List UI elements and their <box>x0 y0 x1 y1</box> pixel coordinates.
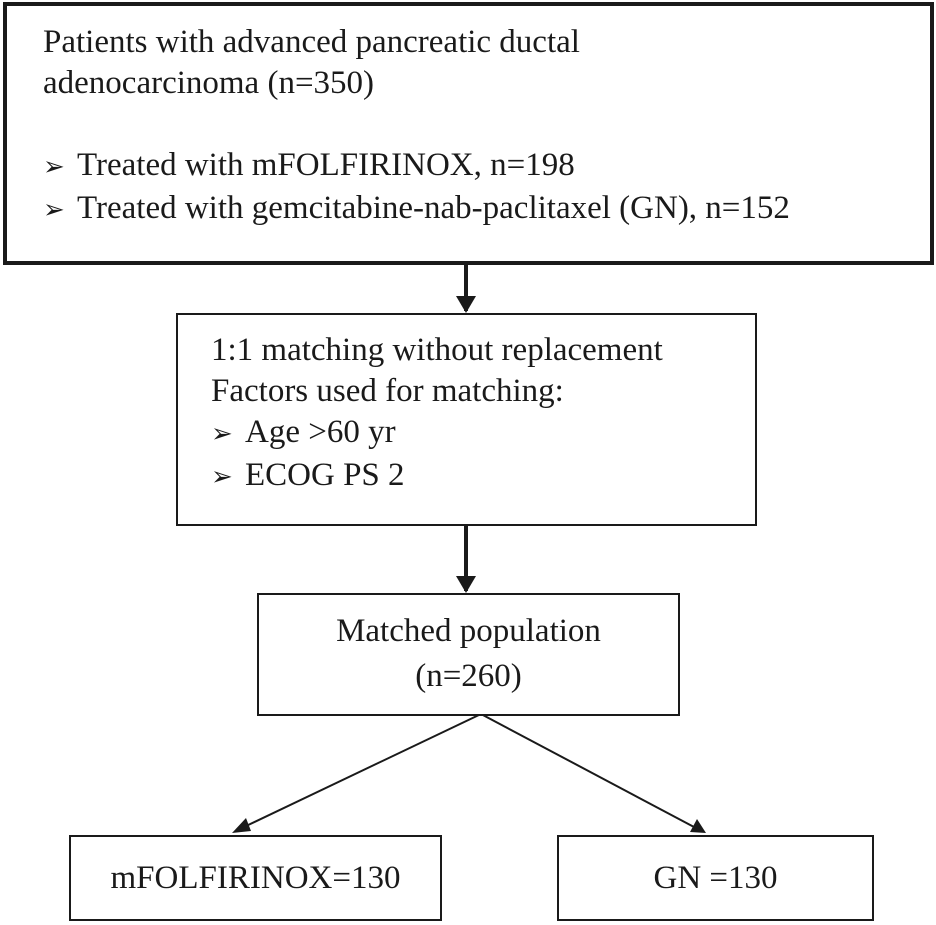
matched-population-count: (n=260) <box>415 658 522 694</box>
arrow-bullet-icon: ➢ <box>211 462 233 492</box>
treatment-group-mfolfirinox: ➢ Treated with mFOLFIRINOX, n=198 <box>43 145 930 188</box>
arrow-bullet-icon: ➢ <box>211 419 233 449</box>
mfolfirinox-arm-box: mFOLFIRINOX=130 <box>69 835 442 921</box>
population-description-line-1: Patients with advanced pancreatic ductal <box>43 24 580 60</box>
matching-factor-ecog: ➢ ECOG PS 2 <box>211 455 755 498</box>
arrowhead-population-to-left <box>232 818 251 833</box>
arrowhead-top-to-matching <box>456 296 476 313</box>
mfolfirinox-arm-label: mFOLFIRINOX=130 <box>110 860 401 896</box>
treatment-group-label: Treated with mFOLFIRINOX, n=198 <box>77 147 575 183</box>
arrowhead-population-to-right <box>690 819 706 833</box>
matching-factors-heading: Factors used for matching: <box>211 373 564 409</box>
gn-arm-box: GN =130 <box>557 835 874 921</box>
matched-population-box: Matched population (n=260) <box>257 593 680 716</box>
population-description-line-2: adenocarcinoma (n=350) <box>43 65 375 101</box>
arrow-bullet-icon: ➢ <box>43 152 65 182</box>
treatment-group-gn: ➢ Treated with gemcitabine-nab-paclitaxel… <box>43 188 930 231</box>
matched-population-label: Matched population <box>336 613 601 649</box>
arrow-population-to-right <box>480 713 695 828</box>
matching-factor-label: ECOG PS 2 <box>245 457 405 493</box>
matching-factor-label: Age >60 yr <box>245 414 396 450</box>
matching-factor-age: ➢ Age >60 yr <box>211 412 755 455</box>
arrow-bullet-icon: ➢ <box>43 195 65 225</box>
matching-criteria-box: 1:1 matching without replacement Factors… <box>176 313 757 526</box>
arrowhead-matching-to-population <box>456 576 476 593</box>
study-population-box: Patients with advanced pancreatic ductal… <box>3 2 934 265</box>
arrow-population-to-left <box>243 713 482 828</box>
treatment-group-label: Treated with gemcitabine-nab-paclitaxel … <box>77 190 790 226</box>
matching-method: 1:1 matching without replacement <box>211 332 663 368</box>
gn-arm-label: GN =130 <box>653 860 778 896</box>
